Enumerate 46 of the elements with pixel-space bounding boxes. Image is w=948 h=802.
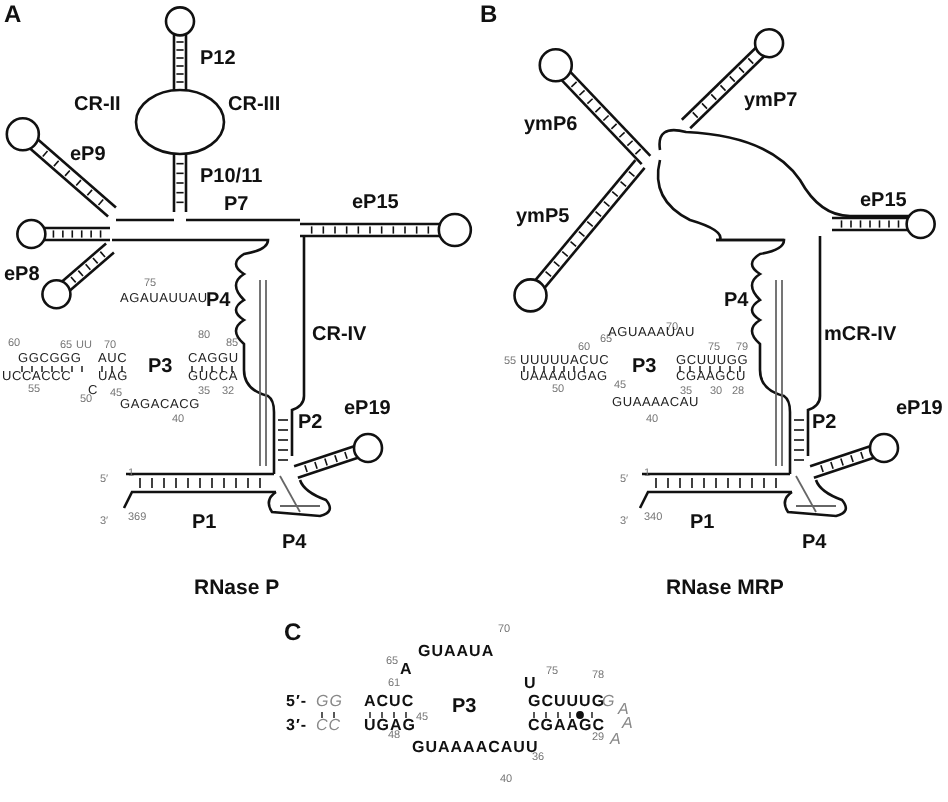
domain-label: eP8: [4, 266, 40, 286]
domain-label: P10/11: [200, 168, 263, 188]
sequence-text: ACUC: [364, 694, 415, 710]
domain-label: eP9: [70, 146, 106, 166]
domain-label: ymP5: [516, 208, 570, 228]
panel-letter: B: [480, 2, 498, 26]
domain-label: CR-IV: [312, 326, 367, 346]
sequence-text: 5′-: [286, 694, 308, 710]
domain-label: CR-III: [228, 96, 281, 116]
domain-label: P4: [724, 292, 749, 312]
sequence-text: A: [400, 662, 413, 678]
sequence-text: CGAAGC: [528, 718, 606, 734]
domain-label: ymP7: [744, 92, 798, 112]
sequence-text: 3′-: [286, 718, 308, 734]
sequence-text: GCUUUG: [528, 694, 606, 710]
sequence-text: A: [622, 716, 634, 732]
panel-title: RNase MRP: [666, 578, 784, 599]
domain-label: P4: [282, 534, 307, 554]
sequence-text: GUAAUA: [418, 644, 495, 660]
panel-letter: C: [284, 620, 302, 644]
panel-letter: A: [4, 2, 22, 26]
domain-label: P7: [224, 196, 249, 216]
domain-label: eP19: [344, 400, 391, 420]
domain-label: P1: [690, 514, 715, 534]
domain-label: P2: [298, 414, 323, 434]
domain-label: P12: [200, 50, 236, 70]
domain-label: eP15: [352, 194, 399, 214]
sequence-text: U: [524, 676, 537, 692]
sequence-text: G: [602, 694, 616, 710]
domain-label: CR-II: [74, 96, 121, 116]
domain-label: ymP6: [524, 116, 578, 136]
domain-label: P3: [148, 358, 173, 378]
domain-label: P3: [632, 358, 657, 378]
domain-label: eP19: [896, 400, 943, 420]
domain-label: P4: [206, 292, 231, 312]
sequence-text: A: [618, 702, 630, 718]
domain-label: eP15: [860, 192, 907, 212]
panel-title: RNase P: [194, 578, 280, 599]
domain-label: P1: [192, 514, 217, 534]
sequence-text: A: [610, 732, 622, 748]
domain-label: P2: [812, 414, 837, 434]
sequence-text: GG: [316, 694, 343, 710]
sequence-text: CC: [316, 718, 342, 734]
domain-label: P4: [802, 534, 827, 554]
domain-label: mCR-IV: [824, 326, 897, 346]
domain-label: P3: [452, 698, 477, 718]
